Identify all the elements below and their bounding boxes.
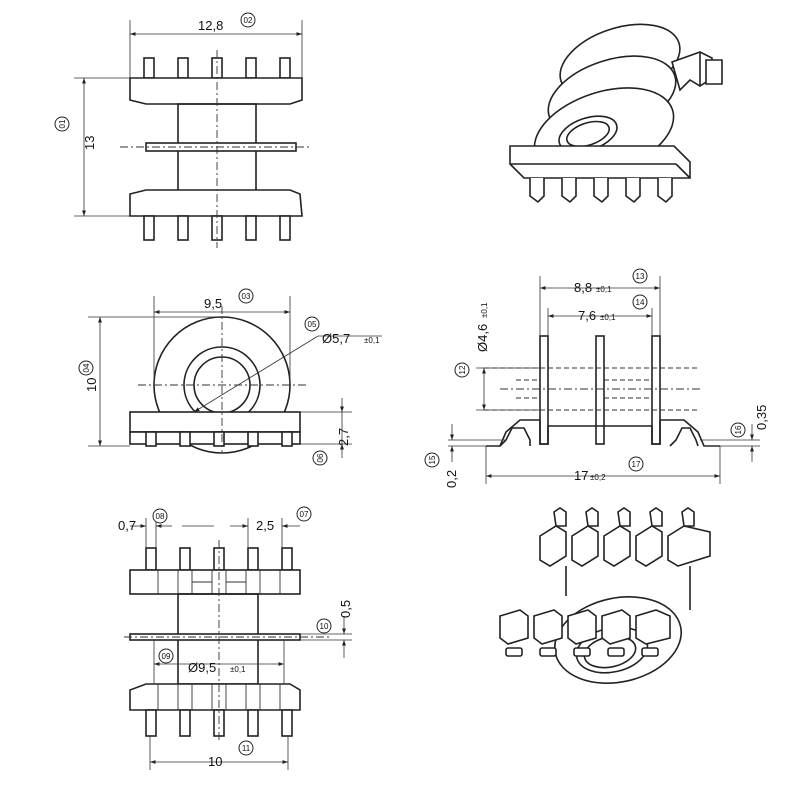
dim-pin-offset: 0,2 bbox=[444, 470, 459, 488]
front-view-pin-slots bbox=[145, 431, 293, 447]
dim-bottom-diameter: Ø9,5 bbox=[188, 660, 216, 675]
svg-text:16: 16 bbox=[734, 425, 743, 434]
svg-text:03: 03 bbox=[242, 292, 251, 301]
balloon-07: 07 bbox=[296, 506, 312, 522]
dim-inner-flange: 7,6 bbox=[578, 308, 596, 323]
svg-text:07: 07 bbox=[300, 510, 309, 519]
top-view-lower-flange bbox=[129, 189, 303, 217]
svg-text:09: 09 bbox=[162, 652, 171, 661]
balloon-14: 14 bbox=[632, 294, 648, 310]
balloon-09: 09 bbox=[158, 648, 174, 664]
balloon-11: 11 bbox=[238, 740, 254, 756]
balloon-15: 15 bbox=[424, 452, 440, 468]
svg-text:08: 08 bbox=[156, 512, 165, 521]
dim-outer-flange-tol: ±0,1 bbox=[596, 285, 612, 294]
balloon-01: 01 bbox=[54, 116, 70, 132]
svg-text:05: 05 bbox=[308, 320, 317, 329]
front-view-base bbox=[129, 411, 301, 433]
balloon-10: 10 bbox=[316, 618, 332, 634]
dim-bottom-diameter-tol: ±0,1 bbox=[230, 665, 246, 674]
dim-height-front: 10 bbox=[84, 378, 99, 392]
dim-flange-thickness: 0,5 bbox=[338, 600, 353, 618]
balloon-12: 12 bbox=[454, 362, 470, 378]
balloon-13: 13 bbox=[632, 268, 648, 284]
svg-text:10: 10 bbox=[320, 622, 329, 631]
svg-text:15: 15 bbox=[428, 455, 437, 464]
balloon-04: 04 bbox=[78, 360, 94, 376]
balloon-17: 17 bbox=[628, 456, 644, 472]
side-view: 8,8 ±0,1 13 7,6 ±0,1 14 Ø4,6 ±0,1 12 0, bbox=[424, 268, 769, 488]
isometric-view-lower bbox=[499, 507, 711, 684]
svg-text:17: 17 bbox=[632, 460, 641, 469]
dim-total-length-tol: ±0,2 bbox=[590, 473, 606, 482]
dim-bottom-width: 10 bbox=[208, 754, 222, 769]
svg-text:13: 13 bbox=[636, 272, 645, 281]
isometric-view-upper bbox=[509, 23, 723, 204]
dim-total-length: 17 bbox=[574, 468, 588, 483]
side-view-middle-flange bbox=[595, 335, 605, 445]
dim-inner-diameter-tol: ±0,1 bbox=[364, 336, 380, 345]
dim-core-diameter: Ø4,6 bbox=[475, 324, 490, 352]
balloon-02: 02 bbox=[240, 12, 256, 28]
bottom-view-lower-block bbox=[129, 683, 301, 711]
svg-text:14: 14 bbox=[636, 298, 645, 307]
front-view: 9,5 03 Ø5,7 ±0,1 05 10 04 2,7 bbox=[78, 288, 382, 466]
svg-text:02: 02 bbox=[244, 16, 253, 25]
dim-width-top: 12,8 bbox=[198, 18, 223, 33]
top-view-upper-flange bbox=[129, 77, 303, 105]
dim-pin-width: 0,7 bbox=[118, 518, 136, 533]
dim-height-top: 13 bbox=[82, 136, 97, 150]
side-view-left-flange bbox=[539, 335, 549, 445]
balloon-03: 03 bbox=[238, 288, 254, 304]
dim-inner-diameter: Ø5,7 bbox=[322, 331, 350, 346]
balloon-08: 08 bbox=[152, 508, 168, 524]
svg-text:01: 01 bbox=[58, 119, 67, 128]
bottom-view: 0,7 08 2,5 07 0,5 10 Ø9,5 ±0,1 bbox=[118, 506, 353, 770]
top-view: 12,8 02 13 01 bbox=[54, 12, 312, 248]
side-view-right-flange bbox=[651, 335, 661, 445]
balloon-05: 05 bbox=[304, 316, 320, 332]
dim-core-diameter-tol: ±0,1 bbox=[480, 302, 489, 318]
dim-base-height: 2,7 bbox=[336, 428, 351, 446]
dim-flange-width: 9,5 bbox=[204, 296, 222, 311]
balloon-16: 16 bbox=[730, 422, 746, 438]
dim-pin-step: 0,35 bbox=[754, 405, 769, 430]
svg-text:06: 06 bbox=[316, 453, 325, 462]
svg-text:12: 12 bbox=[458, 365, 467, 374]
balloon-06: 06 bbox=[312, 450, 328, 466]
dim-inner-flange-tol: ±0,1 bbox=[600, 313, 616, 322]
dim-outer-flange: 8,8 bbox=[574, 280, 592, 295]
dim-pin-pitch: 2,5 bbox=[256, 518, 274, 533]
bottom-view-upper-block bbox=[129, 569, 301, 595]
side-view-base-profile bbox=[486, 419, 720, 447]
svg-text:04: 04 bbox=[82, 363, 91, 372]
svg-text:11: 11 bbox=[242, 744, 251, 753]
